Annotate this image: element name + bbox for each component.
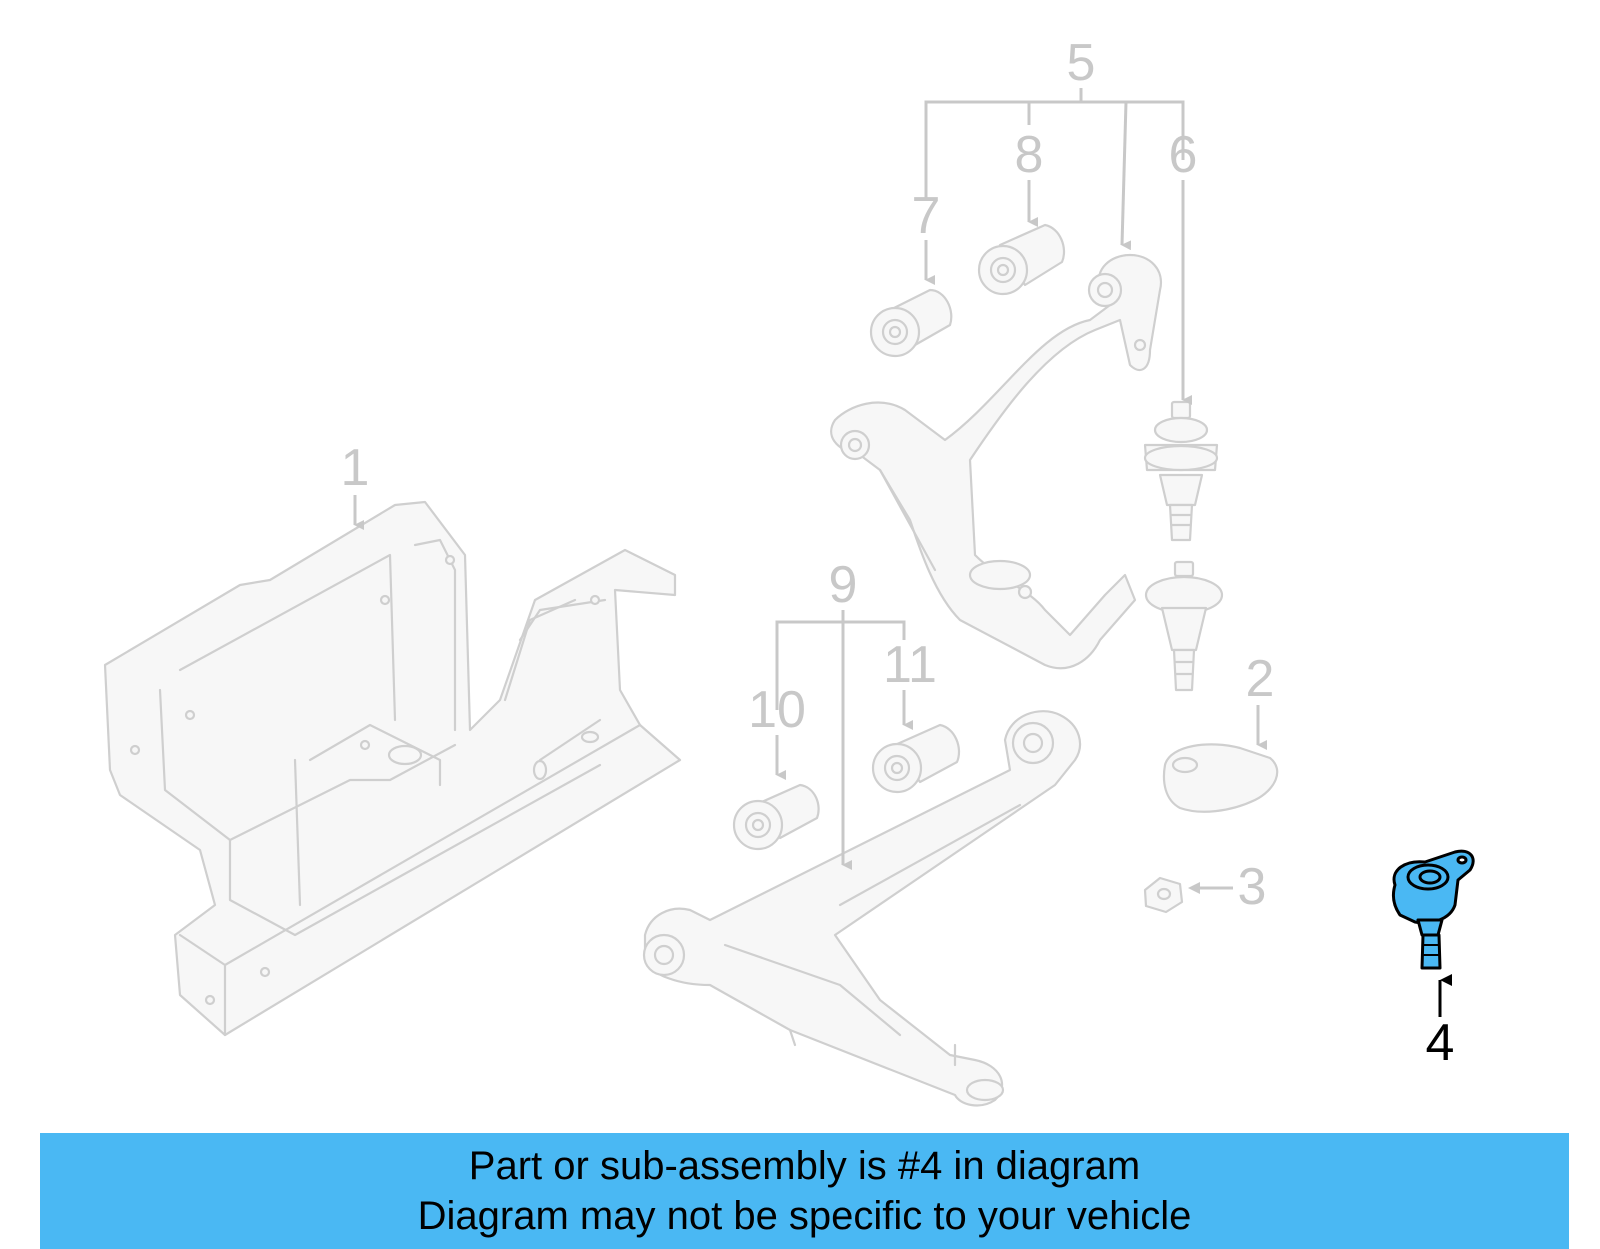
part-8-bushing[interactable] [977, 223, 1066, 296]
banner-line-disclaimer: Diagram may not be specific to your vehi… [417, 1194, 1192, 1238]
banner-line-part-number: Part or sub-assembly is #4 in diagram [468, 1144, 1141, 1188]
callout-6: 6 [1169, 126, 1198, 184]
callout-5: 5 [1067, 34, 1096, 92]
part-4-lower-ball-joint[interactable] [1391, 849, 1475, 970]
info-banner: Part or sub-assembly is #4 in diagram Di… [40, 1133, 1569, 1249]
callout-11: 11 [883, 636, 937, 694]
callout-9: 9 [829, 556, 858, 614]
callout-10: 10 [748, 681, 806, 739]
part-1-crossmember[interactable] [103, 500, 682, 1037]
part-2-pad[interactable] [1162, 743, 1279, 813]
leader-lines [353, 88, 1452, 1017]
callout-2: 2 [1246, 650, 1275, 708]
callout-1: 1 [341, 439, 370, 497]
part-6-upper-ball-joint[interactable] [1143, 400, 1219, 542]
callout-3: 3 [1238, 858, 1267, 916]
part-upper-arm-ball-joint[interactable] [1144, 560, 1224, 692]
callout-7: 7 [912, 187, 941, 245]
exploded-parts-diagram: 1 2 3 4 5 6 7 8 9 10 11 [103, 34, 1475, 1107]
part-10-bushing[interactable] [732, 783, 820, 851]
part-11-bushing[interactable] [871, 723, 961, 794]
part-9-lower-control-arm[interactable] [642, 710, 1082, 1107]
callout-8: 8 [1015, 126, 1044, 184]
part-7-bushing[interactable] [869, 288, 953, 358]
part-3-nut[interactable] [1143, 876, 1184, 914]
part-5-upper-control-arm[interactable] [830, 253, 1163, 670]
callout-4: 4 [1426, 1014, 1455, 1072]
